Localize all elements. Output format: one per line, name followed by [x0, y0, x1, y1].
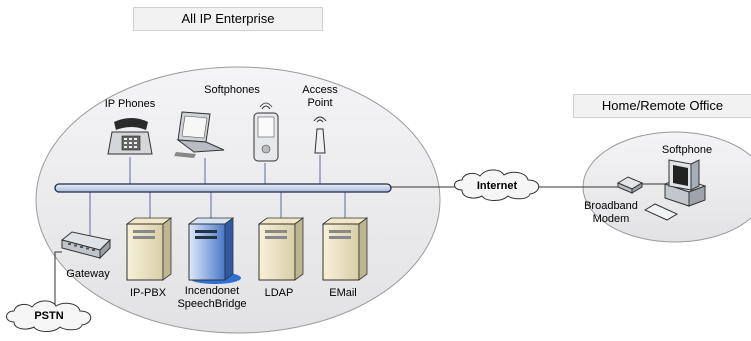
ip-pbx-label: IP-PBX	[129, 287, 167, 299]
laptop-icon	[174, 111, 225, 158]
ip-phones-label: IP Phones	[104, 98, 156, 110]
softphone-label: Softphone	[661, 144, 713, 156]
speechbridge-label-line2: SpeechBridge	[177, 298, 247, 310]
speechbridge-label-line1: Incendonet	[184, 285, 240, 297]
access-point-label-line2: Point	[307, 97, 333, 109]
pstn-label: PSTN	[34, 310, 64, 322]
pda-icon	[253, 102, 279, 162]
ip-pbx-server-icon	[125, 217, 173, 281]
modem-icon	[616, 176, 644, 194]
ldap-label: LDAP	[264, 287, 294, 299]
internet-label: Internet	[476, 180, 518, 192]
remote-office-title: Home/Remote Office	[573, 94, 751, 118]
ldap-server-icon	[257, 217, 305, 281]
email-server-icon	[321, 217, 369, 281]
enterprise-title: All IP Enterprise	[133, 7, 323, 31]
connection-lines	[54, 155, 665, 310]
gateway-icon	[60, 231, 112, 260]
softphones-label: Softphones	[204, 84, 260, 96]
gateway-label: Gateway	[66, 268, 110, 280]
ip-phone-icon	[107, 118, 153, 155]
internet-cloud-icon	[454, 169, 540, 201]
pstn-cloud-icon	[6, 300, 92, 332]
network-bus	[54, 183, 392, 193]
access-point-label-line1: Access	[302, 84, 338, 96]
access-point-icon	[313, 116, 327, 154]
email-label: EMail	[329, 287, 357, 299]
desktop-computer-icon	[643, 159, 707, 221]
modem-label-line1: Broadband	[584, 200, 638, 212]
speechbridge-server-icon	[187, 217, 241, 284]
modem-label-line2: Modem	[592, 213, 630, 225]
